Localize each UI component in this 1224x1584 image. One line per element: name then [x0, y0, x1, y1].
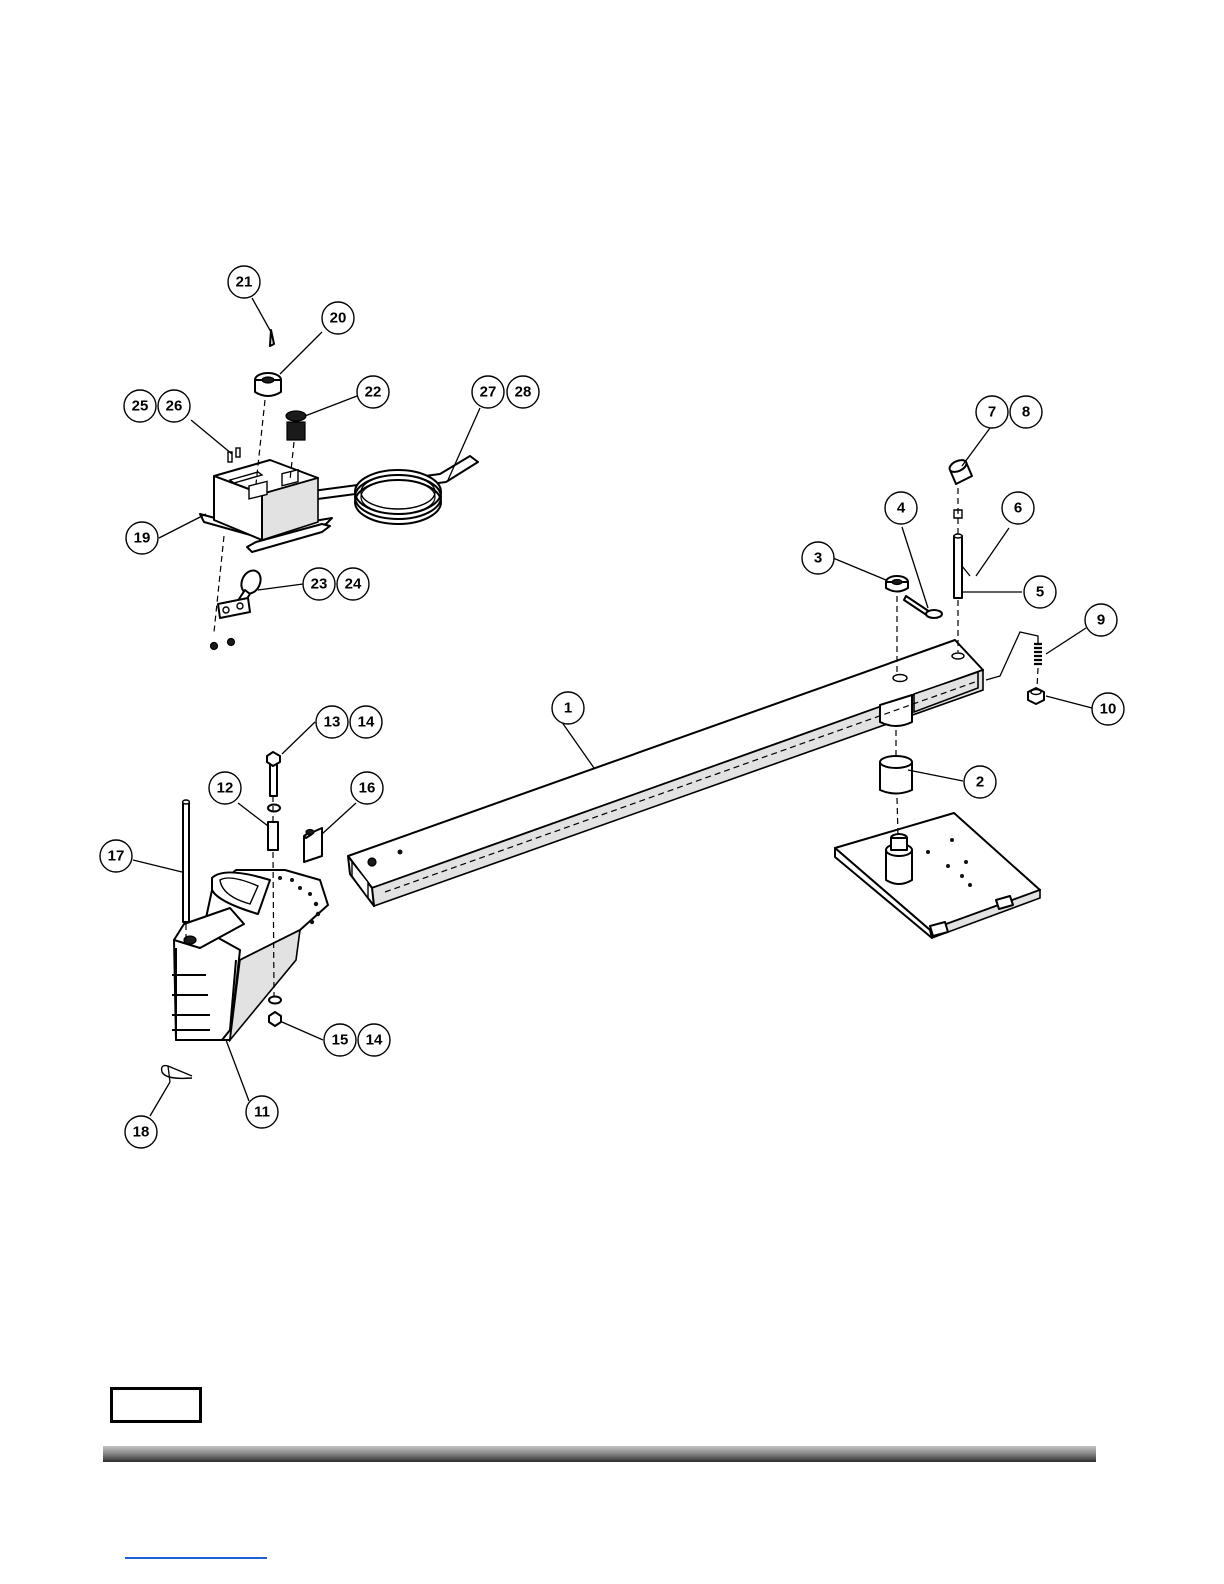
locking-pin	[954, 534, 970, 598]
hitch-mount-assembly	[162, 752, 328, 1082]
callout-number: 10	[1100, 701, 1117, 718]
callout-number: 13	[324, 714, 341, 731]
callout-7-8: 7 8	[976, 396, 1042, 428]
callout-10: 10	[1092, 693, 1124, 725]
page-number-box	[110, 1387, 202, 1423]
key-switch	[255, 373, 281, 396]
callout-20: 20	[322, 302, 354, 334]
throttle-lever	[211, 567, 265, 649]
hitch-pin-long	[183, 800, 190, 922]
callout-number: 8	[1022, 404, 1030, 421]
control-box-body	[200, 460, 332, 552]
callout-number: 1	[564, 700, 572, 717]
lock-lever	[904, 596, 942, 618]
alignment-line	[1037, 668, 1038, 688]
callout-number: 2	[976, 774, 984, 791]
callout-number: 25	[132, 398, 149, 415]
callout-23-24: 23 24	[303, 568, 369, 600]
callout-1: 1	[552, 692, 584, 724]
hex-nut	[1028, 688, 1044, 704]
callout-2: 2	[964, 766, 996, 798]
callout-number: 11	[254, 1104, 270, 1121]
key	[270, 330, 274, 346]
callout-21: 21	[228, 266, 260, 298]
bearing	[886, 576, 908, 592]
callout-15-14: 15 14	[324, 1024, 390, 1056]
callout-number: 5	[1036, 584, 1044, 601]
callout-number: 26	[166, 398, 183, 415]
callout-number: 12	[217, 780, 234, 797]
callout-19: 19	[126, 522, 158, 554]
callout-number: 22	[365, 384, 382, 401]
callout-16: 16	[351, 772, 383, 804]
callout-3: 3	[802, 542, 834, 574]
callout-number: 9	[1097, 612, 1105, 629]
callout-number: 20	[330, 310, 347, 327]
callout-number: 6	[1014, 500, 1022, 517]
callout-number: 16	[359, 780, 376, 797]
callout-13-14: 13 14	[316, 706, 382, 738]
callout-number: 27	[480, 384, 497, 401]
callout-number: 14	[358, 714, 375, 731]
callout-number: 21	[236, 274, 253, 291]
callout-11: 11	[246, 1096, 278, 1128]
callout-number: 19	[134, 530, 151, 547]
footer-link-underline[interactable]	[125, 1557, 267, 1559]
push-button	[286, 411, 306, 440]
callout-22: 22	[357, 376, 389, 408]
hitch-body	[172, 870, 328, 1040]
callout-9: 9	[1085, 604, 1117, 636]
callout-6: 6	[1002, 492, 1034, 524]
callout-4: 4	[885, 492, 917, 524]
callout-number: 15	[332, 1032, 349, 1049]
bracket-plate	[304, 828, 322, 862]
callout-18: 18	[125, 1116, 157, 1148]
callout-number: 14	[366, 1032, 383, 1049]
spring	[986, 632, 1042, 680]
footer-rule	[103, 1446, 1096, 1462]
hairpin-clip	[162, 1066, 192, 1082]
callout-number: 24	[345, 576, 362, 593]
callout-27-28: 27 28	[472, 376, 539, 408]
callout-12: 12	[209, 772, 241, 804]
lock-nut	[269, 1012, 281, 1026]
callout-number: 17	[108, 848, 125, 865]
main-beam-assembly	[348, 458, 1044, 938]
callout-17: 17	[100, 840, 132, 872]
callout-number: 18	[133, 1124, 150, 1141]
hex-bolt	[267, 752, 280, 796]
flat-washer-top	[268, 805, 280, 812]
callout-number: 28	[515, 384, 532, 401]
box-screws	[228, 448, 240, 462]
base-plate	[835, 813, 1040, 938]
control-box-assembly	[200, 330, 478, 650]
spacer	[268, 822, 278, 850]
callout-number: 7	[988, 404, 996, 421]
bushing	[880, 756, 912, 794]
callout-number: 4	[897, 500, 906, 517]
flat-washer-bottom	[269, 997, 281, 1004]
callout-5: 5	[1024, 576, 1056, 608]
pin-knob	[948, 458, 972, 518]
callout-25-26: 25 26	[124, 390, 190, 422]
callout-number: 3	[814, 550, 822, 567]
callout-leaders	[133, 298, 1092, 1116]
callout-number: 23	[311, 576, 328, 593]
coiled-cable	[305, 456, 478, 524]
